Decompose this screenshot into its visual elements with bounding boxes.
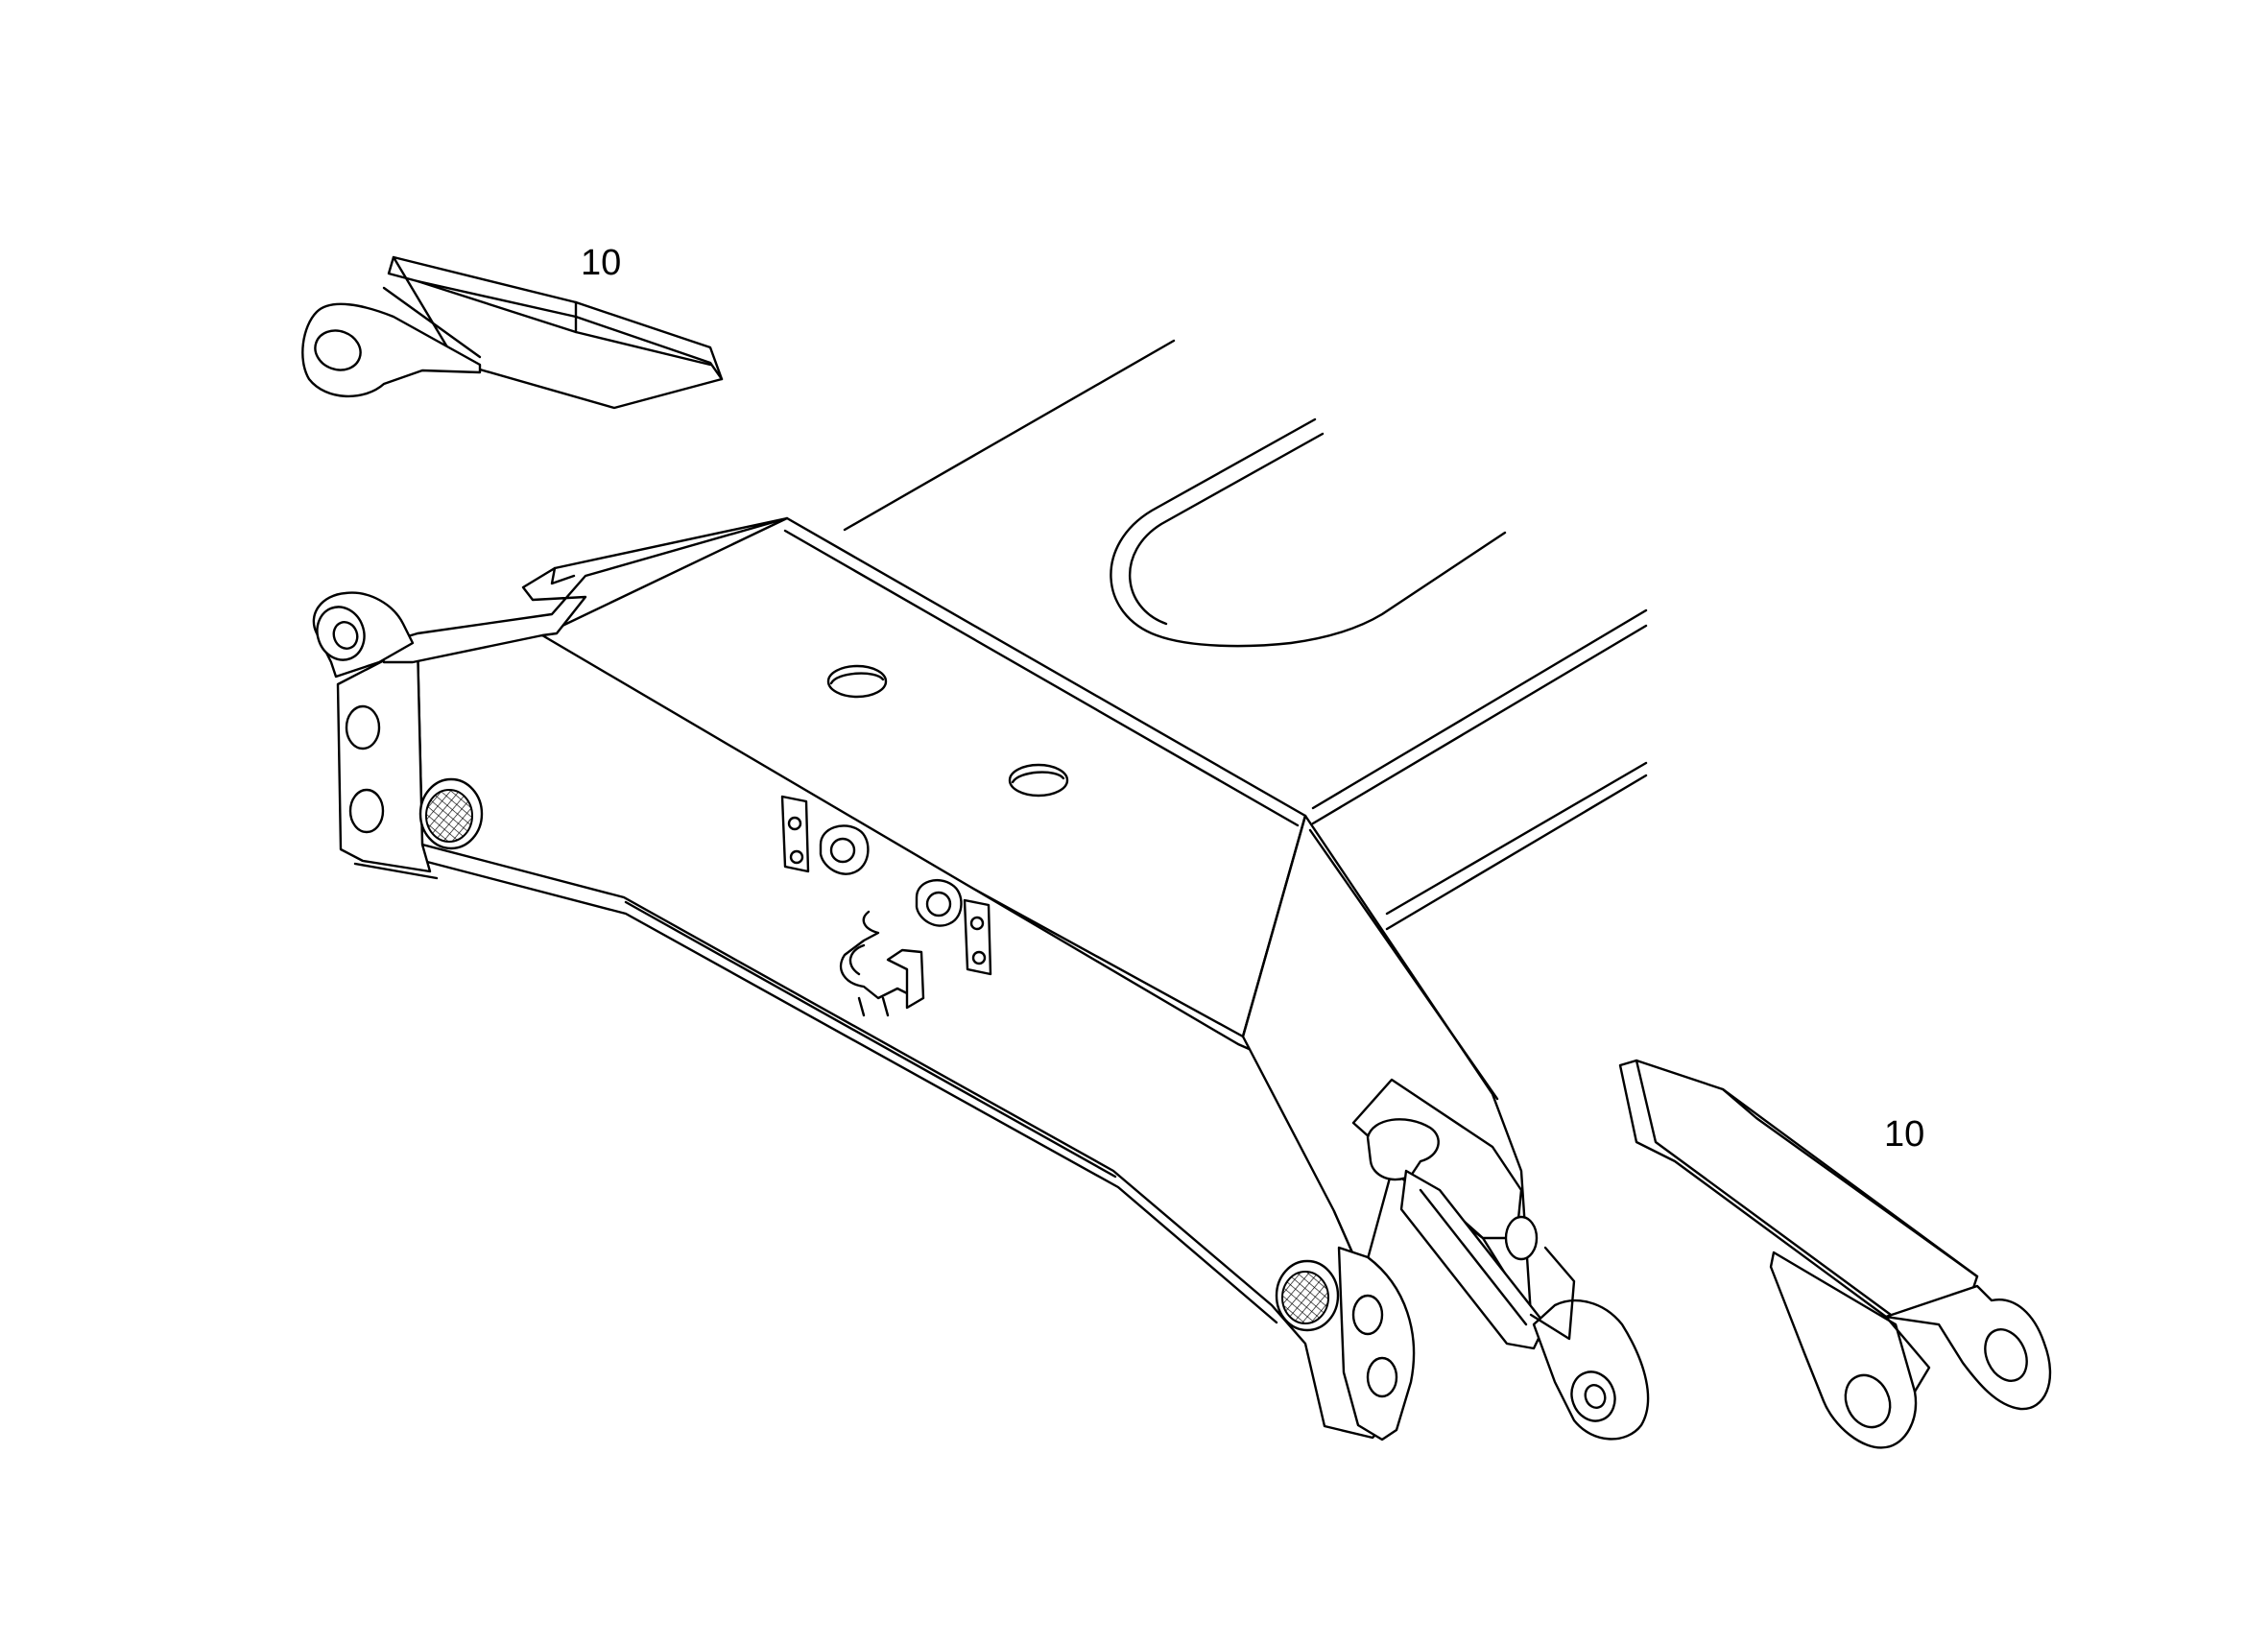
part-10-lower — [1618, 1059, 2052, 1449]
callout-10-upper: 10 — [581, 243, 622, 283]
rear-frame — [843, 339, 1648, 931]
top-holes — [826, 664, 1069, 798]
right-end-plate — [1337, 1215, 1576, 1441]
part-10-upper — [301, 255, 724, 410]
callout-10-lower: 10 — [1884, 1114, 1925, 1155]
right-link — [1351, 1078, 1650, 1441]
side-fittings — [780, 795, 992, 1017]
left-pin-lug — [312, 591, 415, 834]
mesh-plugs — [418, 777, 1340, 1332]
